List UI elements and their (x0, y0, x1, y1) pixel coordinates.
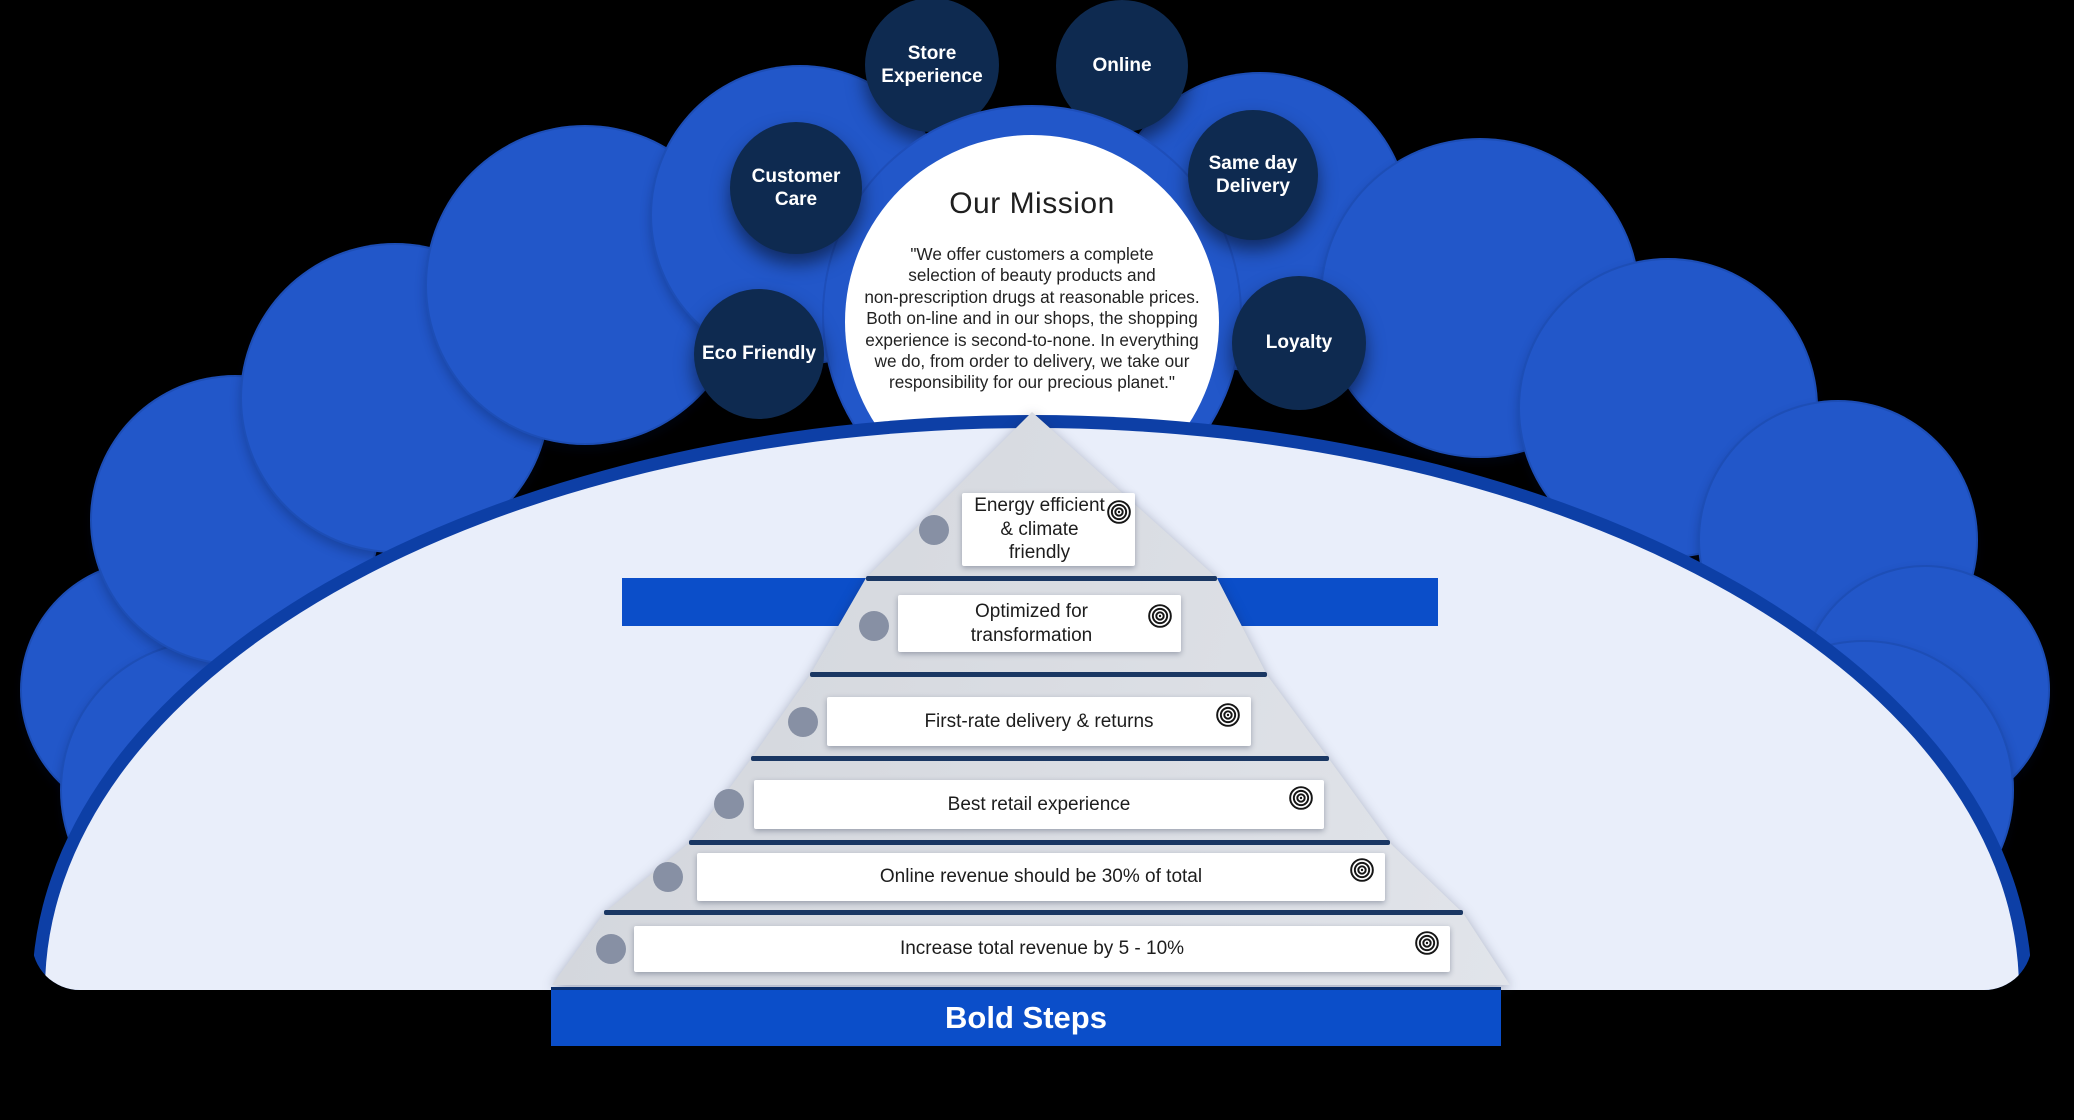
bullet-dot-icon (653, 862, 683, 892)
pyramid-divider (604, 910, 1463, 915)
level-box-1: Energy efficient & climate friendly (962, 493, 1135, 566)
satellite-eco-friendly: Eco Friendly (694, 289, 824, 419)
bullet-dot-icon (859, 611, 889, 641)
level-box-2: Optimized for transformation (898, 595, 1181, 652)
target-icon (1415, 931, 1439, 955)
target-icon (1148, 604, 1172, 628)
level-box-3: First-rate delivery & returns (827, 697, 1251, 746)
target-icon (1107, 500, 1131, 524)
satellite-label: Online (1092, 55, 1152, 77)
bullet-dot-icon (714, 789, 744, 819)
pyramid-divider (866, 576, 1217, 581)
level-label: Energy efficient & climate friendly (974, 494, 1105, 564)
mission-quote-line: non-prescription drugs at reasonable pri… (864, 286, 1200, 307)
mission-title: Our Mission (949, 187, 1115, 220)
satellite-label: Eco Friendly (701, 343, 817, 365)
bold-steps-label: Bold Steps (945, 1000, 1107, 1035)
mission-quote-line: responsibility for our precious planet." (888, 372, 1176, 393)
level-box-4: Best retail experience (754, 780, 1324, 829)
bold-steps-bar: Bold Steps (551, 987, 1501, 1046)
pyramid-divider (810, 672, 1267, 677)
mission-quote-line: we do, from order to delivery, we take o… (874, 351, 1190, 372)
level-label: Optimized for transformation (970, 600, 1093, 646)
satellite-loyalty: Loyalty (1232, 276, 1366, 410)
level-label: First-rate delivery & returns (924, 710, 1154, 732)
satellite-label: Same day Delivery (1208, 152, 1298, 197)
mission-quote-line: selection of beauty products and (908, 265, 1156, 286)
mission-quote-line: Both on-line and in our shops, the shopp… (866, 308, 1198, 329)
satellite-same-day-delivery: Same day Delivery (1188, 110, 1318, 240)
pyramid-divider (751, 756, 1329, 761)
satellite-label: Loyalty (1265, 332, 1333, 354)
satellite-label: Customer Care (751, 165, 841, 210)
satellite-store-experience: Store Experience (865, 0, 999, 132)
target-icon (1350, 858, 1374, 882)
level-box-6: Increase total revenue by 5 - 10% (634, 926, 1450, 972)
mission-quote-line: "We offer customers a complete (910, 244, 1154, 264)
mission-quote-line: experience is second-to-none. In everyth… (865, 329, 1199, 350)
pyramid-divider (689, 840, 1390, 845)
mission-quote: "We offer customers a complete selection… (845, 244, 1219, 394)
satellite-label: Store Experience (881, 42, 983, 87)
target-icon (1289, 786, 1313, 810)
level-label: Best retail experience (947, 793, 1131, 815)
level-label: Increase total revenue by 5 - 10% (899, 938, 1185, 960)
bullet-dot-icon (788, 707, 818, 737)
bullet-dot-icon (596, 934, 626, 964)
target-icon (1216, 703, 1240, 727)
satellite-customer-care: Customer Care (730, 122, 862, 254)
bullet-dot-icon (919, 515, 949, 545)
level-label: Online revenue should be 30% of total (879, 866, 1203, 888)
level-box-5: Online revenue should be 30% of total (697, 853, 1385, 901)
